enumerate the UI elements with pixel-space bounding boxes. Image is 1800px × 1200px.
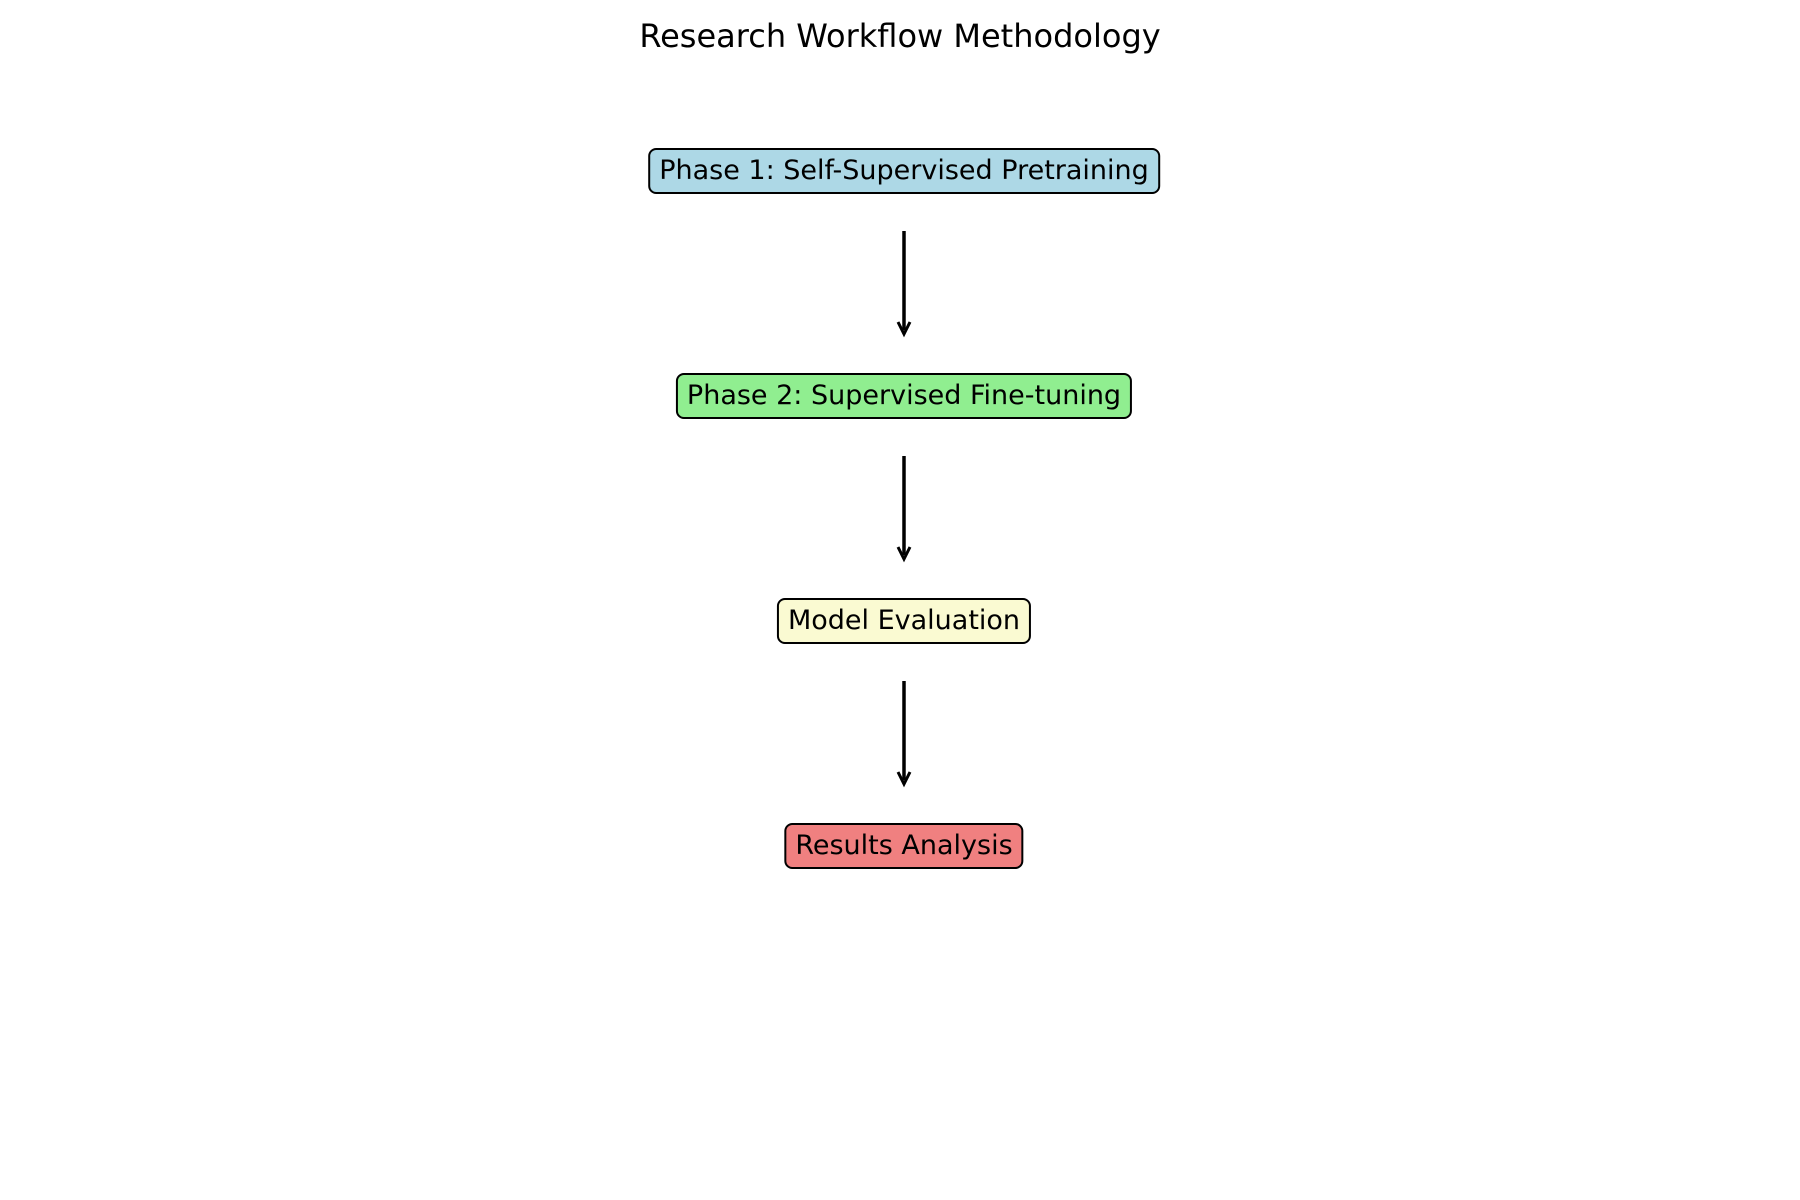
node-phase-2-fine-tuning: Phase 2: Supervised Fine-tuning — [675, 373, 1133, 419]
node-results-analysis: Results Analysis — [784, 823, 1024, 869]
arrow-head — [896, 771, 912, 788]
arrow-head — [896, 546, 912, 563]
diagram-title: Research Workflow Methodology — [639, 17, 1161, 55]
node-phase-1-pretraining: Phase 1: Self-Supervised Pretraining — [648, 148, 1160, 194]
node-model-evaluation: Model Evaluation — [776, 598, 1032, 644]
arrow-head — [896, 321, 912, 338]
